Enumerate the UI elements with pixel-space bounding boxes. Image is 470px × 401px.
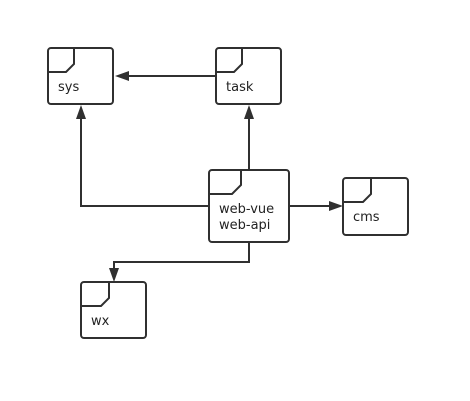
package-tab-icon (81, 282, 110, 307)
arrow-head-down (109, 268, 119, 282)
node-label-sys: sys (58, 80, 79, 95)
node-wx[interactable]: wx (80, 281, 147, 339)
arrow-head-up (244, 105, 254, 119)
node-label-web-api: web-api (219, 218, 270, 233)
arrow-head-up (76, 105, 86, 119)
edge-task-to-sys (115, 71, 216, 81)
package-tab-icon (216, 48, 243, 73)
package-tab-icon (209, 170, 242, 195)
arrow-head-left (115, 71, 129, 81)
node-label-wx: wx (91, 314, 110, 329)
package-tab-icon (343, 178, 372, 203)
node-label-web-vue: web-vue (219, 202, 274, 217)
node-sys[interactable]: sys (47, 47, 114, 105)
node-label-cms: cms (353, 210, 380, 225)
node-task[interactable]: task (215, 47, 282, 105)
edge-web-to-sys (76, 105, 209, 207)
edges (76, 71, 343, 282)
arrow-head-right (329, 201, 343, 211)
edge-web-to-task (244, 105, 254, 170)
edge-web-to-wx (109, 242, 250, 282)
node-label-task: task (226, 80, 254, 95)
package-tab-icon (48, 48, 75, 73)
node-web-vue-web-api[interactable]: web-vue web-api (208, 169, 290, 243)
node-cms[interactable]: cms (342, 177, 409, 236)
edge-web-to-cms (289, 201, 343, 211)
